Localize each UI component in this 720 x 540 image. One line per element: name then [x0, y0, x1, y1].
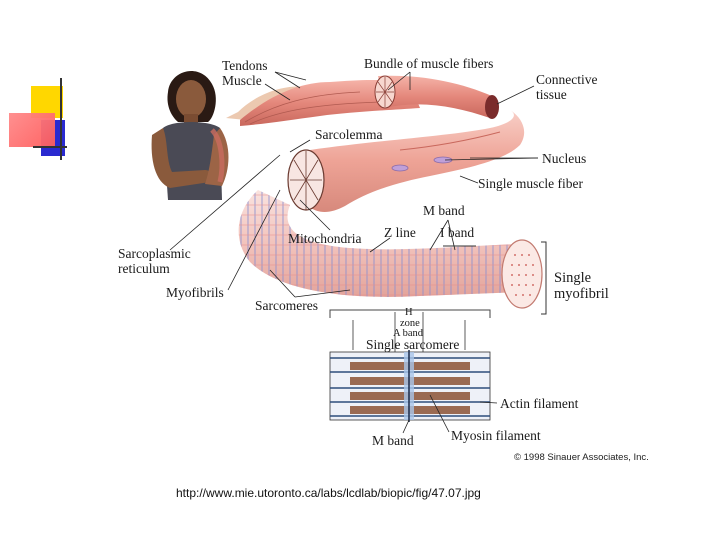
source-url[interactable]: http://www.mie.utoronto.ca/labs/lcdlab/b… — [176, 486, 481, 500]
deco-red-square — [9, 113, 55, 147]
label-m-band-bottom: M band — [372, 433, 414, 448]
muscle-fiber-drawing — [287, 110, 525, 212]
label-connective: Connective — [536, 72, 598, 87]
label-muscle: Muscle — [222, 73, 262, 88]
label-a-band: A band — [393, 328, 424, 339]
label-actin-filament: Actin filament — [500, 396, 579, 411]
label-i-band: I band — [440, 225, 475, 240]
label-myofibrils: Myofibrils — [166, 285, 224, 300]
label-z-line: Z line — [384, 225, 416, 240]
label-myofibril: myofibril — [554, 286, 609, 302]
sarcomere-detail — [329, 309, 491, 422]
label-single-sarcomere: Single sarcomere — [366, 337, 460, 352]
copyright-notice: © 1998 Sinauer Associates, Inc. — [514, 452, 649, 463]
label-mitochondria: Mitochondria — [288, 231, 362, 246]
label-single-muscle-fiber: Single muscle fiber — [478, 176, 583, 191]
label-bundle-of-muscle-fibers: Bundle of muscle fibers — [364, 56, 494, 71]
label-m-band-top: M band — [423, 203, 465, 218]
label-sarcoplasmic: Sarcoplasmic — [118, 246, 191, 261]
muscle-drawing — [226, 75, 499, 126]
label-myosin-filament: Myosin filament — [451, 428, 541, 443]
label-sarcolemma: Sarcolemma — [315, 127, 383, 142]
deco-horizontal-line — [33, 146, 67, 148]
deco-vertical-line — [60, 78, 62, 160]
label-zone: zone — [400, 318, 420, 329]
label-h: H — [405, 307, 413, 318]
leader-lines — [169, 71, 539, 434]
woman-figure — [151, 70, 229, 200]
label-sarcomeres: Sarcomeres — [255, 298, 318, 313]
myofibril-drawing — [238, 190, 547, 315]
label-tissue: tissue — [536, 87, 567, 102]
label-reticulum: reticulum — [118, 261, 170, 276]
label-single: Single — [554, 270, 592, 286]
deco-yellow-square — [31, 86, 63, 118]
label-tendons: Tendons — [222, 58, 268, 73]
label-nucleus: Nucleus — [542, 151, 587, 166]
